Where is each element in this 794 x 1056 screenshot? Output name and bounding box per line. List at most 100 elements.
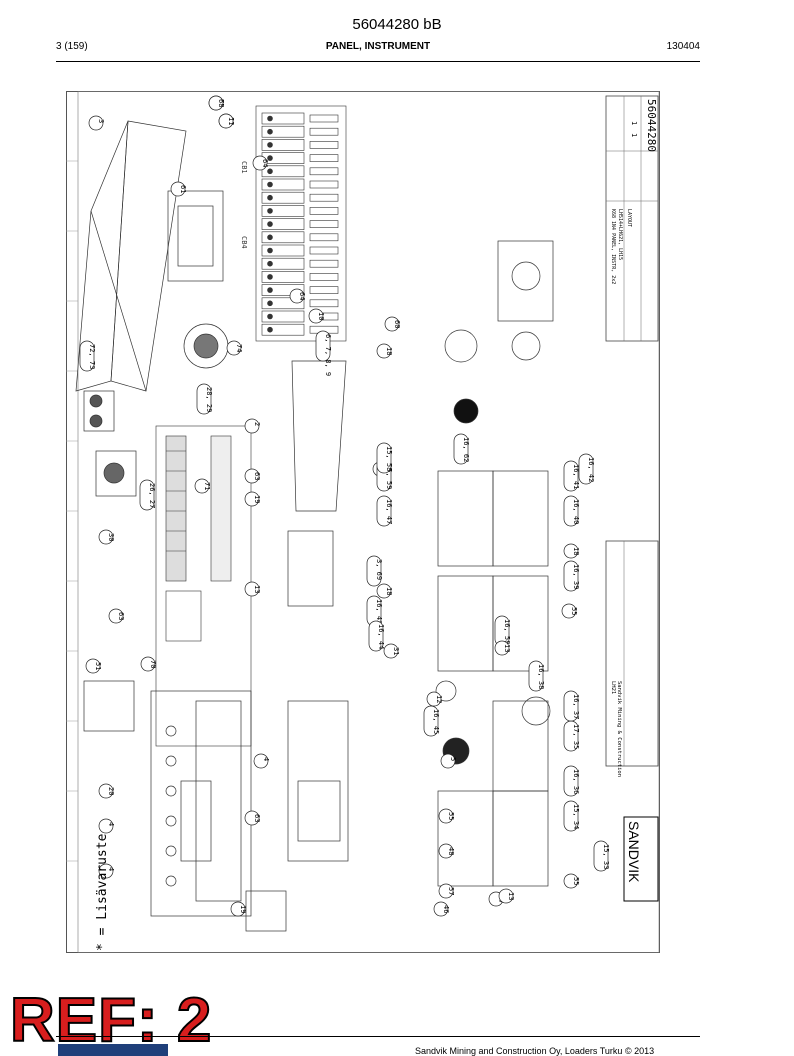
callout-bubble: 63 bbox=[244, 468, 261, 484]
wire-label bbox=[309, 246, 339, 255]
callout-bubble: 5 bbox=[440, 753, 457, 769]
title-name-1: K68 1N4 PANEL, INSTR, 2x2 bbox=[610, 209, 616, 284]
callout-number: 28, 29 bbox=[205, 387, 213, 412]
callout-number: 16, 45 bbox=[432, 709, 440, 734]
date-code: 130404 bbox=[666, 41, 700, 52]
callout-number: 4 bbox=[262, 757, 270, 761]
callout-bubble: 28, 29 bbox=[196, 383, 213, 415]
callout-bubble: 60 bbox=[384, 316, 401, 332]
breaker-module bbox=[261, 284, 305, 296]
callout-bubble: 72, 73 bbox=[79, 340, 96, 372]
callout-bubble: 16, 40 bbox=[563, 495, 580, 527]
callout-number: 55 bbox=[570, 607, 578, 615]
breaker-terminal bbox=[267, 128, 273, 135]
title-product: LH21 bbox=[610, 681, 616, 694]
callout-bubble: 18 bbox=[376, 343, 393, 359]
callout-number: 63 bbox=[117, 612, 125, 620]
callout-number: 71 bbox=[203, 482, 211, 490]
callout-bubble: 70 bbox=[140, 656, 157, 672]
callout-bubble: 51 bbox=[85, 658, 102, 674]
header-rule bbox=[56, 61, 700, 62]
callout-number: 31 bbox=[392, 647, 400, 655]
callout-bubble: 18 bbox=[563, 543, 580, 559]
callout-number: 16, 39 bbox=[572, 564, 580, 589]
breaker-module bbox=[261, 231, 305, 244]
callout-number: 16, 40 bbox=[572, 499, 580, 524]
callout-number: 10 bbox=[317, 312, 325, 320]
page-number: 3 (159) bbox=[56, 41, 88, 52]
breaker-terminal bbox=[267, 194, 273, 201]
breaker-module bbox=[261, 125, 305, 138]
breaker-terminal bbox=[267, 260, 273, 267]
callout-number: 70 bbox=[149, 660, 157, 668]
breaker-terminal bbox=[267, 155, 273, 161]
callout-bubble: 3 bbox=[88, 115, 105, 131]
breaker-terminal bbox=[267, 208, 273, 214]
callout-number: 18 bbox=[385, 587, 393, 595]
callout-number: 51 bbox=[94, 662, 102, 670]
callout-number: 11 bbox=[227, 117, 235, 125]
callout-bubble: 16, 62 bbox=[453, 433, 470, 465]
callout-bubble: 16, 38 bbox=[528, 660, 545, 692]
callout-bubble: 16, 44 bbox=[368, 620, 385, 652]
wire-label bbox=[309, 220, 339, 228]
callout-number: 20 bbox=[107, 787, 115, 795]
breaker-module bbox=[261, 191, 305, 204]
callout-number: 13 bbox=[503, 644, 511, 652]
sandvik-logo: SANDVIK bbox=[626, 821, 642, 883]
callout-number: 13 bbox=[507, 892, 515, 900]
callout-number: 3 bbox=[97, 119, 105, 123]
callout-number: 4 bbox=[107, 822, 115, 826]
callout-bubble: 16, 47 bbox=[376, 495, 393, 527]
footer-rule bbox=[56, 1036, 700, 1037]
callout-bubble: 16, 39 bbox=[563, 560, 580, 592]
sheet-count: 1 bbox=[630, 133, 638, 137]
callout-number: 16, 41 bbox=[572, 464, 580, 489]
callout-number: 68 bbox=[217, 99, 225, 107]
document-number: 56044280 bB bbox=[352, 16, 442, 33]
wire-label bbox=[309, 114, 339, 123]
section-title: PANEL, INSTRUMENT bbox=[325, 41, 431, 52]
callout-bubble: 19 bbox=[244, 491, 261, 507]
wire-label bbox=[309, 193, 339, 202]
breaker-terminal bbox=[267, 313, 273, 320]
callout-number: 15, 59 bbox=[385, 464, 393, 489]
optional-note: * = Lisävaruste bbox=[95, 833, 110, 951]
callout-number: 55 bbox=[572, 877, 580, 885]
callout-number: 63 bbox=[253, 472, 261, 480]
breaker-terminal bbox=[267, 287, 273, 293]
callout-bubble: 2 bbox=[244, 418, 261, 434]
callout-number: 15, 58 bbox=[385, 446, 393, 471]
callout-number: 19 bbox=[253, 495, 261, 503]
terminal-block bbox=[155, 425, 252, 747]
callout-bubble: 68 bbox=[208, 95, 225, 111]
callout-bubble: 13 bbox=[494, 640, 511, 656]
breaker-module bbox=[261, 271, 305, 283]
callout-bubble: 15, 34 bbox=[563, 800, 580, 832]
callout-number: 16, 58 bbox=[503, 619, 511, 644]
callout-number: 46 bbox=[442, 905, 450, 913]
callout-bubble: 16, 36 bbox=[563, 765, 580, 797]
callout-bubble: 12 bbox=[426, 691, 443, 707]
breaker-terminal bbox=[267, 115, 273, 122]
breaker-module bbox=[261, 165, 305, 178]
callout-bubble: 63 bbox=[108, 608, 125, 624]
callout-number: 16, 43 bbox=[375, 599, 383, 624]
callout-bubble: 55 bbox=[438, 808, 455, 824]
callout-bubble: 64 bbox=[289, 288, 306, 304]
callout-bubble: 16, 45 bbox=[423, 705, 440, 737]
control-panel bbox=[83, 680, 349, 932]
callout-bubble: 13 bbox=[244, 581, 261, 597]
callout-bubble: 57 bbox=[438, 883, 455, 899]
callout-number: 18 bbox=[385, 347, 393, 355]
breaker-module bbox=[261, 205, 305, 217]
callout-number: 16, 36 bbox=[572, 769, 580, 794]
callout-number: 16, 42 bbox=[587, 457, 595, 482]
wire-label bbox=[309, 286, 339, 294]
callout-number: 5 bbox=[449, 757, 457, 761]
callout-bubble: 48 bbox=[438, 843, 455, 859]
callout-number: 64 bbox=[298, 292, 306, 300]
wire-label bbox=[309, 299, 339, 308]
breaker-terminal bbox=[267, 142, 273, 148]
callout-bubble: 55 bbox=[563, 873, 580, 889]
